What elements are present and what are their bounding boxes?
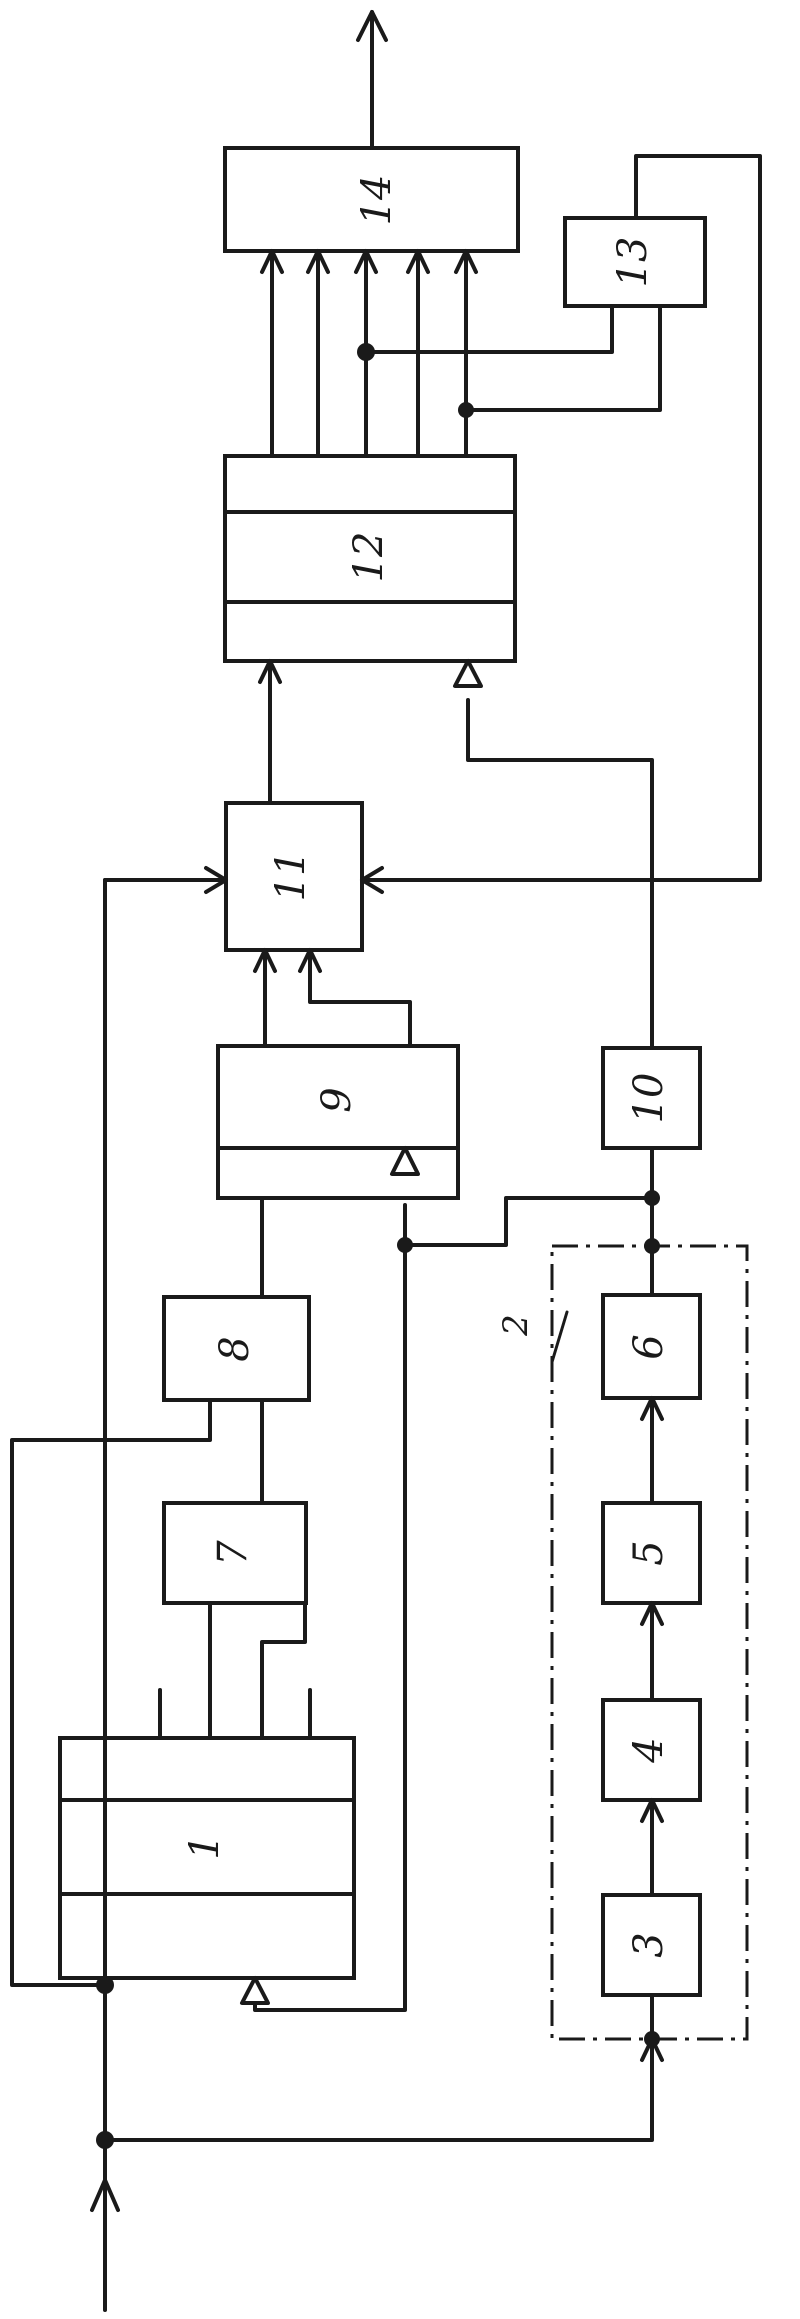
- svg-text:10: 10: [626, 1073, 672, 1124]
- svg-text:1: 1: [182, 1834, 228, 1859]
- block-11: 11: [226, 803, 362, 950]
- svg-text:11: 11: [268, 851, 314, 902]
- block-12: 12: [225, 456, 515, 661]
- block-4: 4: [603, 1700, 700, 1800]
- block-13: 13: [565, 218, 705, 306]
- svg-text:14: 14: [354, 175, 400, 226]
- svg-text:13: 13: [610, 237, 656, 288]
- svg-text:8: 8: [212, 1336, 258, 1361]
- block-14: 14: [225, 148, 518, 251]
- svg-text:3: 3: [626, 1932, 672, 1957]
- svg-text:7: 7: [210, 1540, 256, 1566]
- block-3: 3: [603, 1895, 700, 1995]
- block-9: 9: [218, 1046, 458, 1198]
- svg-text:6: 6: [626, 1334, 672, 1359]
- svg-text:12: 12: [346, 532, 392, 583]
- svg-text:2: 2: [496, 1314, 536, 1337]
- block-5: 5: [603, 1503, 700, 1603]
- svg-text:4: 4: [626, 1737, 672, 1763]
- block-10: 10: [603, 1048, 700, 1148]
- group-2-boundary: 2: [496, 1246, 747, 2039]
- svg-text:5: 5: [626, 1540, 672, 1565]
- block-8: 8: [164, 1297, 309, 1400]
- svg-text:9: 9: [314, 1087, 360, 1112]
- block-6: 6: [603, 1295, 700, 1398]
- block-7: 7: [164, 1503, 306, 1603]
- wiring: [12, 12, 760, 2310]
